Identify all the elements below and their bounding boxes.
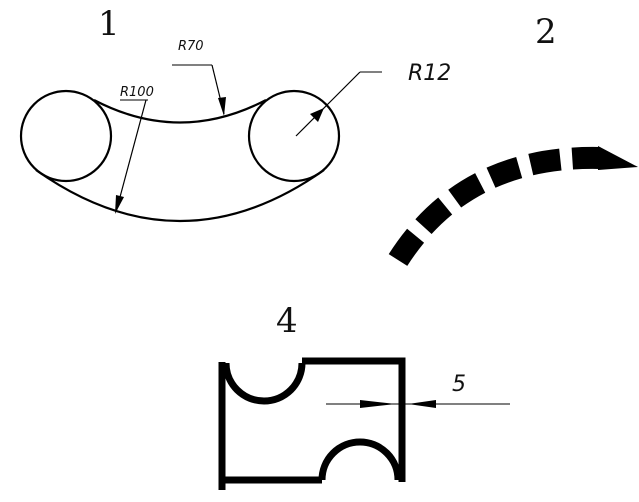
dimension-r70-label: R70 (178, 39, 204, 54)
dimension-r12: R12 (295, 61, 451, 137)
lower-arc-r100 (35, 169, 325, 222)
figure-2-dashed-arrow (388, 146, 638, 266)
plate-top-right-edge (302, 357, 406, 482)
upper-arc-r70 (93, 99, 267, 124)
figure-1-curved-link (19, 89, 341, 222)
dimension-r70: R70 (172, 39, 226, 116)
bottom-semicircle-notch (318, 438, 402, 481)
top-semicircle-notch (222, 362, 306, 405)
dimension-5-label: 5 (452, 372, 466, 397)
arrowhead-icon (598, 146, 638, 170)
dimension-5: 5 (326, 372, 510, 408)
figure-label-2: 2 (535, 12, 557, 52)
left-circle (19, 89, 113, 183)
figure-label-4: 4 (276, 301, 298, 341)
dimension-r12-label: R12 (408, 61, 451, 86)
dimension-r100-label: R100 (120, 85, 154, 100)
figure-label-1: 1 (98, 4, 120, 44)
dimension-r100: R100 (115, 85, 154, 214)
right-circle (247, 89, 341, 183)
figure-4-notched-plate (218, 357, 406, 490)
